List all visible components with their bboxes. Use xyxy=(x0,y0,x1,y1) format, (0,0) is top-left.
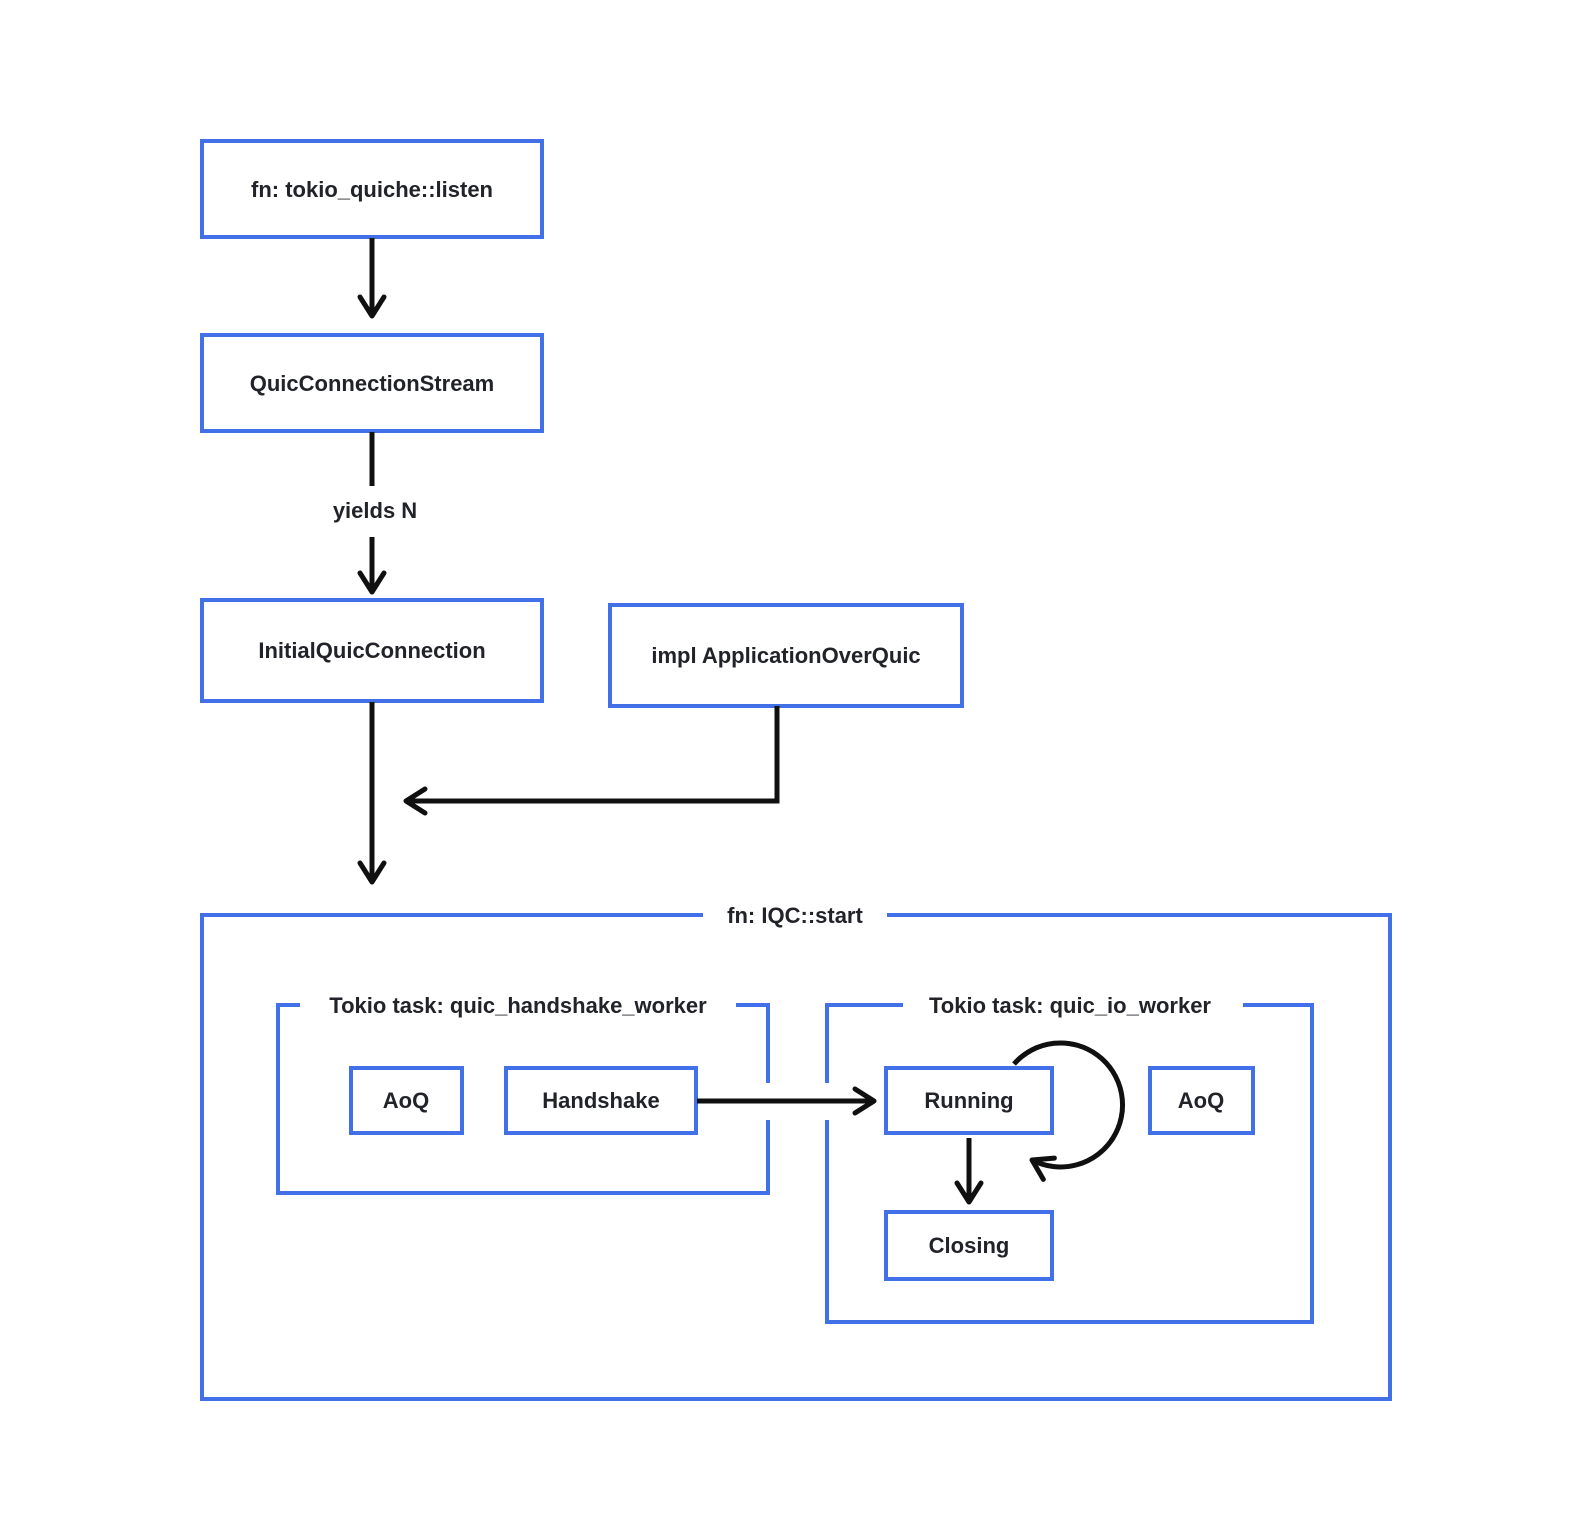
node-listen xyxy=(200,139,544,239)
node-quic-connection-stream xyxy=(200,333,544,433)
node-running-label: Running xyxy=(924,1088,1013,1113)
node-initial-quic-connection xyxy=(200,598,544,703)
node-running xyxy=(884,1066,1054,1135)
edge-impl-aoq-join xyxy=(403,706,780,816)
container-handshake-worker-label: Tokio task: quic_handshake_worker xyxy=(329,993,707,1018)
node-quic-connection-stream-label: QuicConnectionStream xyxy=(250,371,494,396)
node-closing-label: Closing xyxy=(929,1233,1010,1258)
container-iqc-start-label-bg xyxy=(703,897,887,933)
node-closing xyxy=(884,1210,1054,1281)
node-handshake-aoq xyxy=(349,1066,464,1135)
node-io-aoq xyxy=(1148,1066,1255,1135)
node-handshake-aoq-label: AoQ xyxy=(383,1088,429,1113)
node-handshake-label: Handshake xyxy=(542,1088,659,1113)
edge-yields-label: yields N xyxy=(333,498,417,523)
node-impl-application-over-quic xyxy=(608,603,964,708)
node-initial-quic-connection-label: InitialQuicConnection xyxy=(258,638,485,663)
node-io-aoq-label: AoQ xyxy=(1178,1088,1224,1113)
container-iqc-start-label: fn: IQC::start xyxy=(727,903,863,928)
container-io-worker-label: Tokio task: quic_io_worker xyxy=(929,993,1211,1018)
node-listen-label: fn: tokio_quiche::listen xyxy=(251,177,493,202)
node-handshake xyxy=(504,1066,698,1135)
container-io-worker-label-bg xyxy=(903,987,1243,1023)
container-handshake-worker-label-bg xyxy=(300,987,736,1023)
node-impl-application-over-quic-label: impl ApplicationOverQuic xyxy=(651,643,920,668)
edge-running-self-loop xyxy=(1012,1040,1126,1182)
